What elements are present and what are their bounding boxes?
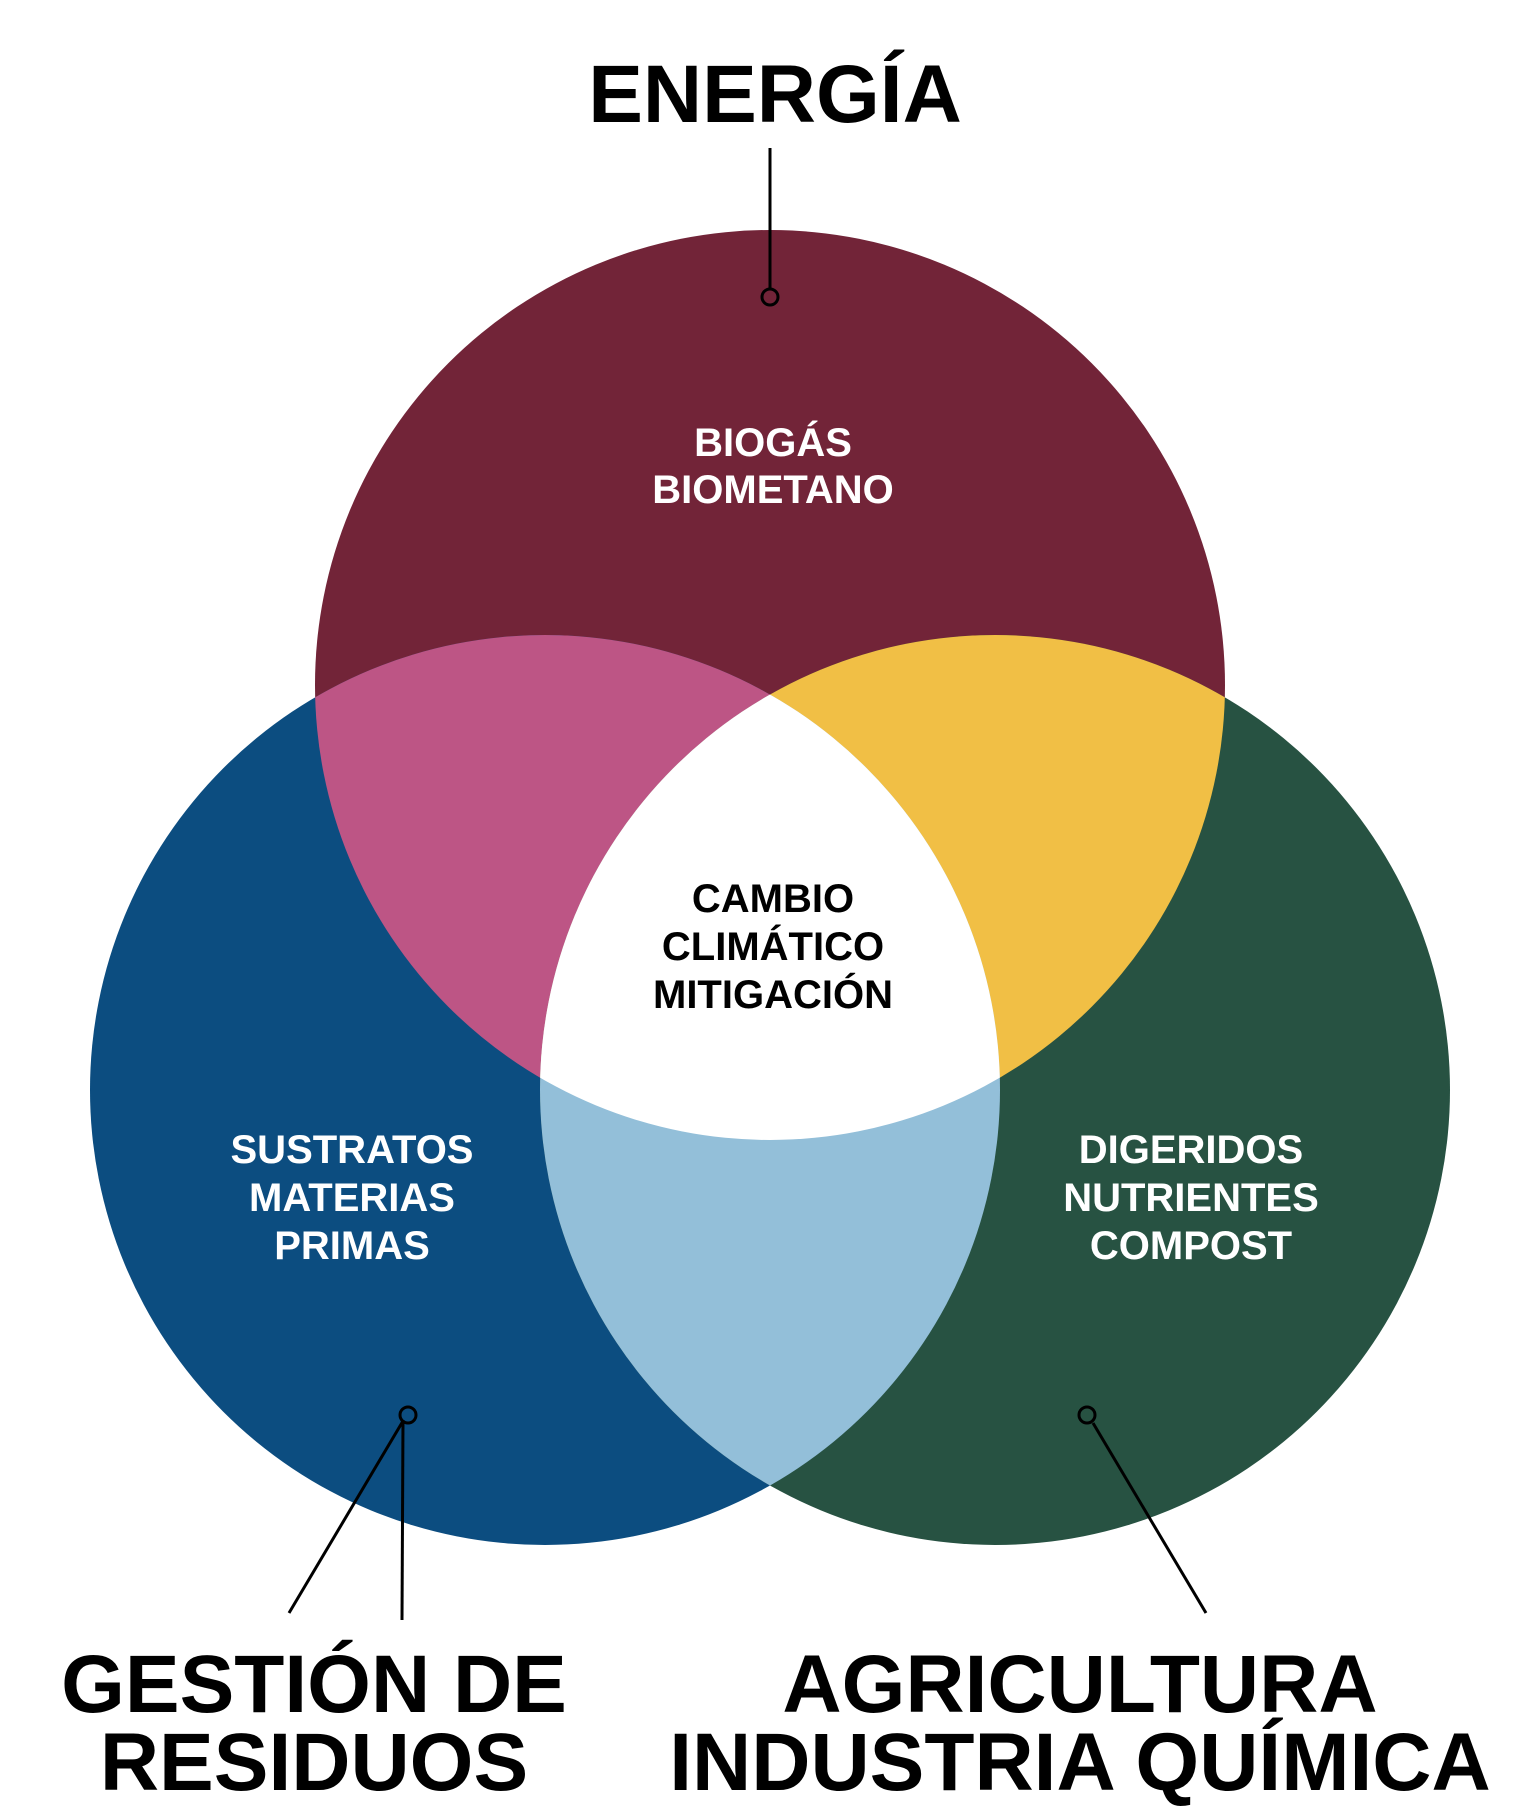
center-label: MITIGACIÓN <box>653 971 893 1017</box>
residuos-item: SUSTRATOS <box>231 1128 474 1172</box>
agricultura-item: NUTRIENTES <box>1063 1176 1319 1220</box>
residuos-item: PRIMAS <box>274 1224 430 1268</box>
residuos-label-line-1: GESTIÓN DE <box>61 1639 567 1730</box>
center-label: CLIMÁTICO <box>662 924 884 969</box>
residuos-item: MATERIAS <box>249 1176 455 1220</box>
center-label: CAMBIO <box>692 877 854 921</box>
energia-item: BIOMETANO <box>652 468 893 512</box>
agricultura-item: DIGERIDOS <box>1079 1128 1303 1172</box>
agricultura-label-line-2: INDUSTRIA QUÍMICA <box>669 1717 1490 1808</box>
agricultura-item: COMPOST <box>1090 1224 1292 1268</box>
agricultura-leader <box>1077 1405 1208 1614</box>
energia-label: ENERGÍA <box>588 49 962 140</box>
residuos-leader <box>287 1405 418 1621</box>
energia-item: BIOGÁS <box>694 420 852 465</box>
energia-leader <box>760 148 780 307</box>
residuos-label-line-2: RESIDUOS <box>100 1717 528 1808</box>
agricultura-label-line-1: AGRICULTURA <box>782 1639 1377 1730</box>
